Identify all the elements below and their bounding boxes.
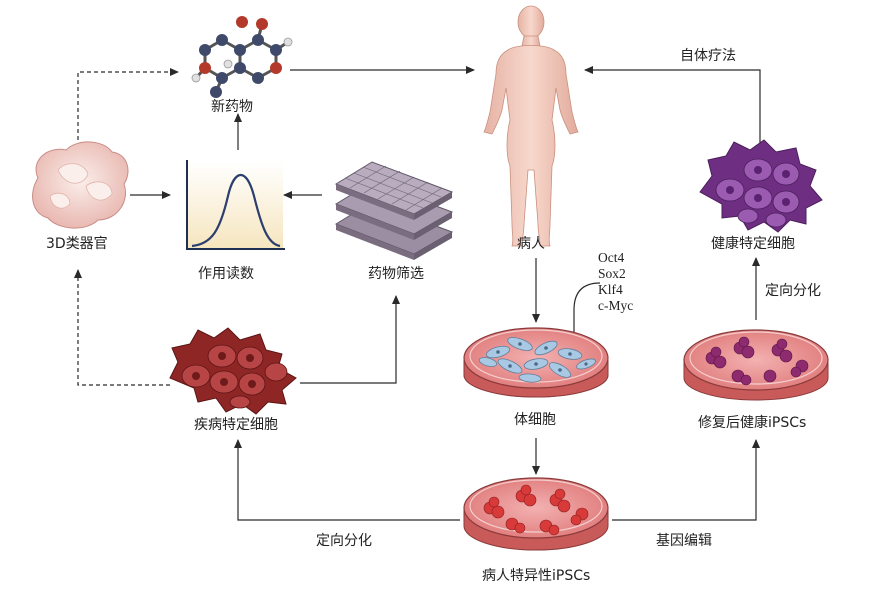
factor-c-myc: c-Myc (598, 298, 634, 313)
organoid-label: 3D类器官 (46, 236, 108, 252)
disease-cell-cluster-icon (169, 327, 297, 415)
disease-specific-cells-label: 疾病特定细胞 (194, 417, 278, 433)
ipsc-petri-dish-icon (463, 477, 609, 551)
factor-klf4: Klf4 (598, 282, 623, 297)
screening-plates-icon (334, 161, 454, 260)
patient-label: 病人 (517, 236, 545, 252)
curve-chart-icon (186, 160, 285, 250)
gene-editing-label: 基因编辑 (656, 533, 712, 549)
arrow-disease-to-organoid-dashed (74, 269, 170, 386)
factor-sox2: Sox2 (598, 266, 626, 281)
arrow-autologous-therapy (584, 66, 761, 150)
arrow-factors-to-somatic (570, 282, 601, 346)
directed-differentiation-right-label: 定向分化 (765, 283, 821, 299)
autologous-therapy-label: 自体疗法 (680, 48, 736, 64)
arrow-organoid-to-drug-dashed (77, 68, 179, 140)
directed-differentiation-bottom-label: 定向分化 (316, 533, 372, 549)
factor-oct4: Oct4 (598, 250, 625, 265)
drug-screening-label: 药物筛选 (368, 266, 424, 282)
reprogramming-factors-list: Oct4 Sox2 Klf4 c-Myc (598, 250, 633, 314)
somatic-cells-label: 体细胞 (514, 412, 556, 428)
arrow-ipscs-to-disease-cells (234, 439, 460, 521)
repaired-ipscs-label: 修复后健康iPSCs (698, 415, 807, 431)
healthy-cell-cluster-icon (699, 139, 823, 233)
arrow-disease-to-screening (300, 295, 400, 384)
arrows (74, 66, 761, 521)
organoid-icon (32, 141, 129, 229)
repaired-petri-dish-icon (683, 329, 829, 401)
arrow-gene-editing (612, 439, 760, 521)
molecule-icon (191, 16, 293, 98)
patient-ipscs-label: 病人特异性iPSCs (482, 568, 591, 584)
healthy-specific-cells-label: 健康特定细胞 (711, 236, 795, 252)
human-body-icon (483, 5, 579, 247)
new-drug-label: 新药物 (211, 99, 253, 115)
action-readout-label: 作用读数 (198, 266, 254, 282)
somatic-petri-dish-icon (463, 327, 609, 398)
